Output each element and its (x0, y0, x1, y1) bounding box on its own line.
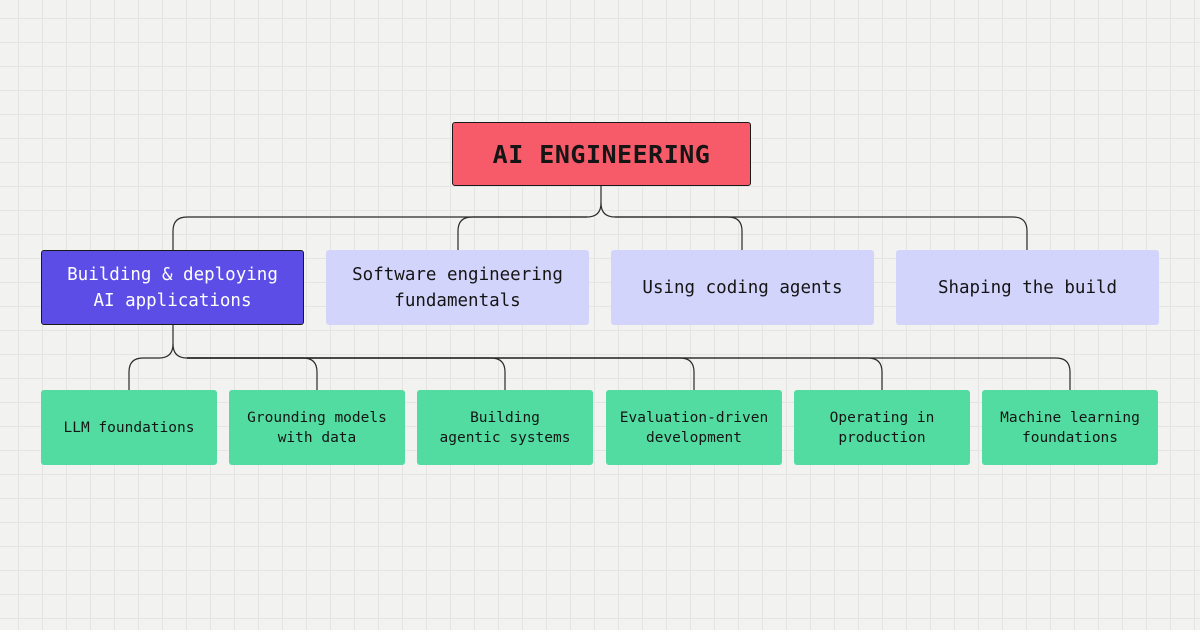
connector-root-to-category-1 (457, 216, 587, 250)
category-using-coding-agents[interactable]: Using coding agents (611, 250, 874, 325)
root-stem-right-curve (600, 202, 616, 218)
subtopic-grounding-models-with-data[interactable]: Grounding models with data (229, 390, 405, 465)
connector-category-to-subtopic-1 (187, 357, 318, 390)
subtopic-evaluation-driven-development[interactable]: Evaluation-driven development (606, 390, 782, 465)
connector-root-to-category-0 (172, 216, 587, 250)
parent-stem-right-curve (172, 343, 188, 359)
category-software-engineering-fundamentals[interactable]: Software engineering fundamentals (326, 250, 589, 325)
subtopic-machine-learning-foundations[interactable]: Machine learning foundations (982, 390, 1158, 465)
connector-category-to-subtopic-0 (128, 357, 159, 390)
connector-category-to-subtopic-4 (187, 357, 883, 390)
subtopic-building-agentic-systems[interactable]: Building agentic systems (417, 390, 593, 465)
category-shaping-the-build[interactable]: Shaping the build (896, 250, 1159, 325)
category-building-deploying-ai-applications[interactable]: Building & deploying AI applications (41, 250, 304, 325)
root-stem-left-curve (586, 186, 602, 218)
connector-category-to-subtopic-3 (187, 357, 695, 390)
connector-root-to-category-2 (615, 216, 743, 250)
root-node-ai-engineering[interactable]: AI ENGINEERING (452, 122, 751, 186)
connector-root-to-category-3 (615, 216, 1028, 250)
subtopic-operating-in-production[interactable]: Operating in production (794, 390, 970, 465)
subtopic-llm-foundations[interactable]: LLM foundations (41, 390, 217, 465)
connector-category-to-subtopic-2 (187, 357, 506, 390)
connector-category-to-subtopic-5 (187, 357, 1071, 390)
parent-stem-left-curve (158, 325, 174, 359)
